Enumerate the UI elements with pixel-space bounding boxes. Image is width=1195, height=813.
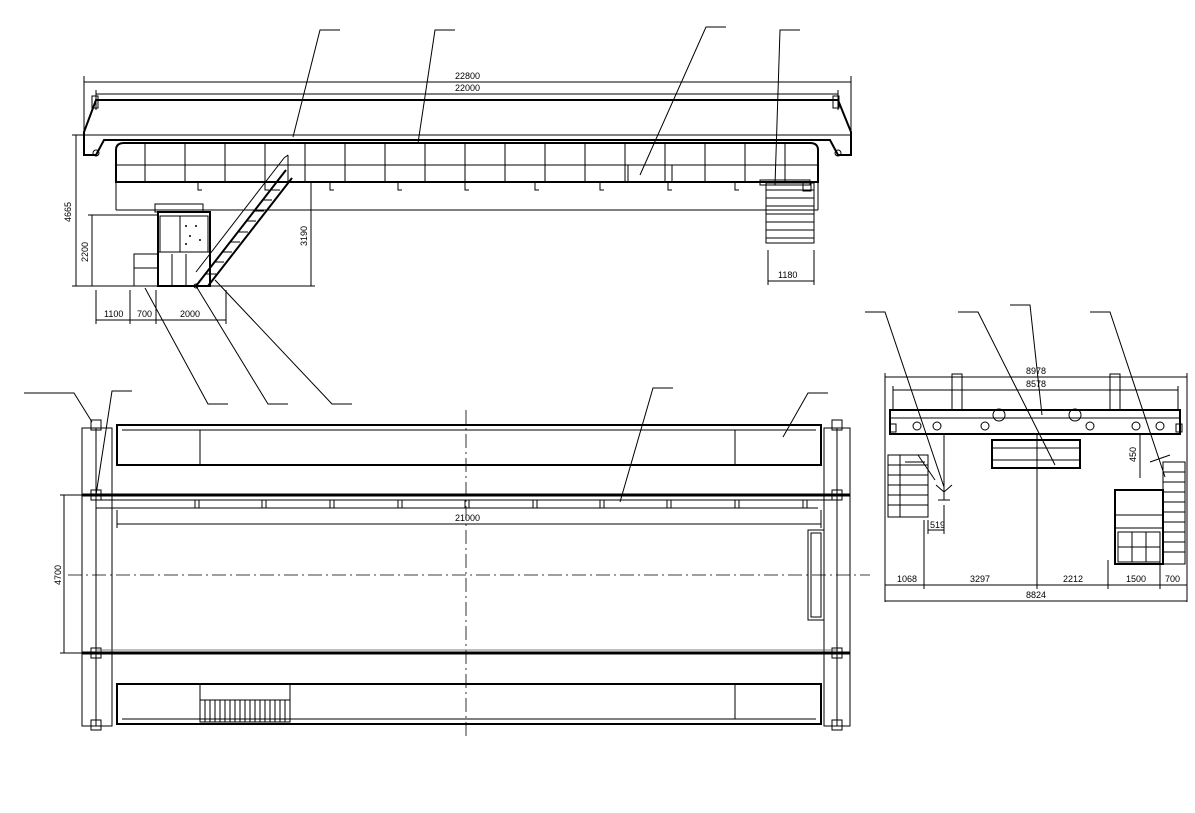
rail-gauge-dimension: 4700: [53, 494, 82, 654]
main-girder-1: [82, 493, 850, 509]
cab-offset-label: 519: [930, 520, 945, 530]
leader-lines-plan: [24, 387, 828, 503]
leader-lines-middle: [144, 279, 352, 405]
girder-brackets: [197, 182, 739, 191]
bottom-dim-1: 1100: [104, 309, 123, 319]
end-view: 8978 8578: [865, 304, 1188, 602]
hook-assembly: [935, 434, 953, 501]
rail-gauge-label: 4700: [53, 565, 63, 585]
bottom-walkway: [116, 683, 822, 725]
span-dimension: 22000: [95, 83, 839, 110]
end-width-dimensions: 8978 8578: [884, 366, 1188, 602]
walkway-stair-grating: [199, 684, 291, 723]
leader-lines-end: [865, 304, 1166, 488]
trolley: [991, 439, 1081, 469]
overall-length-dimension: 22800: [83, 71, 852, 135]
end-total-label: 8824: [1026, 590, 1046, 600]
end-seg-5: 700: [1165, 574, 1180, 584]
trolley-cab: [807, 529, 825, 621]
inclined-ladder: [193, 154, 293, 289]
bottom-dim-3: 2000: [180, 309, 200, 319]
rail-offset-label: 450: [1128, 447, 1138, 462]
wheel-base-label: 8578: [1026, 379, 1046, 389]
platform-height-dimension: 2200: [80, 214, 158, 286]
rail-offset-dimension: 450: [1128, 434, 1141, 478]
walkway-height-dimension: 3190: [299, 182, 312, 286]
right-cab-end: [1114, 489, 1164, 565]
end-seg-3: 2212: [1063, 574, 1083, 584]
span-label: 22000: [455, 83, 480, 93]
end-carriage: [83, 95, 852, 157]
walkway-height-label: 3190: [299, 226, 309, 246]
operator-cab: [133, 203, 211, 287]
bottom-dimensions: 1100 700 2000: [95, 290, 227, 324]
end-seg-4: 1500: [1126, 574, 1146, 584]
total-height-dimension: 4665: [63, 134, 84, 286]
bottom-dim-2: 700: [137, 309, 152, 319]
top-walkway: [116, 424, 822, 466]
platform-height-label: 2200: [80, 242, 90, 262]
end-girder: [889, 373, 1183, 435]
cab-offset-dimension: 519: [927, 505, 945, 534]
girder-length-label: 21000: [455, 513, 480, 523]
railing-posts: [144, 143, 786, 183]
leader-lines-top: [292, 26, 800, 186]
overall-width-label: 8978: [1026, 366, 1046, 376]
total-height-label: 4665: [63, 202, 73, 222]
end-seg-2: 3297: [970, 574, 990, 584]
plan-view: 21000 4700: [24, 387, 870, 740]
right-stair: [759, 179, 815, 244]
main-girder-2: [82, 649, 850, 655]
stair-width-dimension: 1180: [767, 250, 815, 285]
right-ladder-end: [1149, 454, 1186, 565]
girder-walkway: [115, 142, 819, 211]
overall-length-label: 22800: [455, 71, 480, 81]
left-stair-end: [887, 454, 936, 518]
girder-length-dimension: 21000: [116, 510, 822, 528]
stair-width-label: 1180: [778, 270, 797, 280]
side-elevation-view: 22800 22000: [63, 26, 852, 405]
end-bottom-dimensions: 1068 3297 2212 1500 700 8824: [885, 434, 1187, 602]
end-seg-1: 1068: [897, 574, 917, 584]
